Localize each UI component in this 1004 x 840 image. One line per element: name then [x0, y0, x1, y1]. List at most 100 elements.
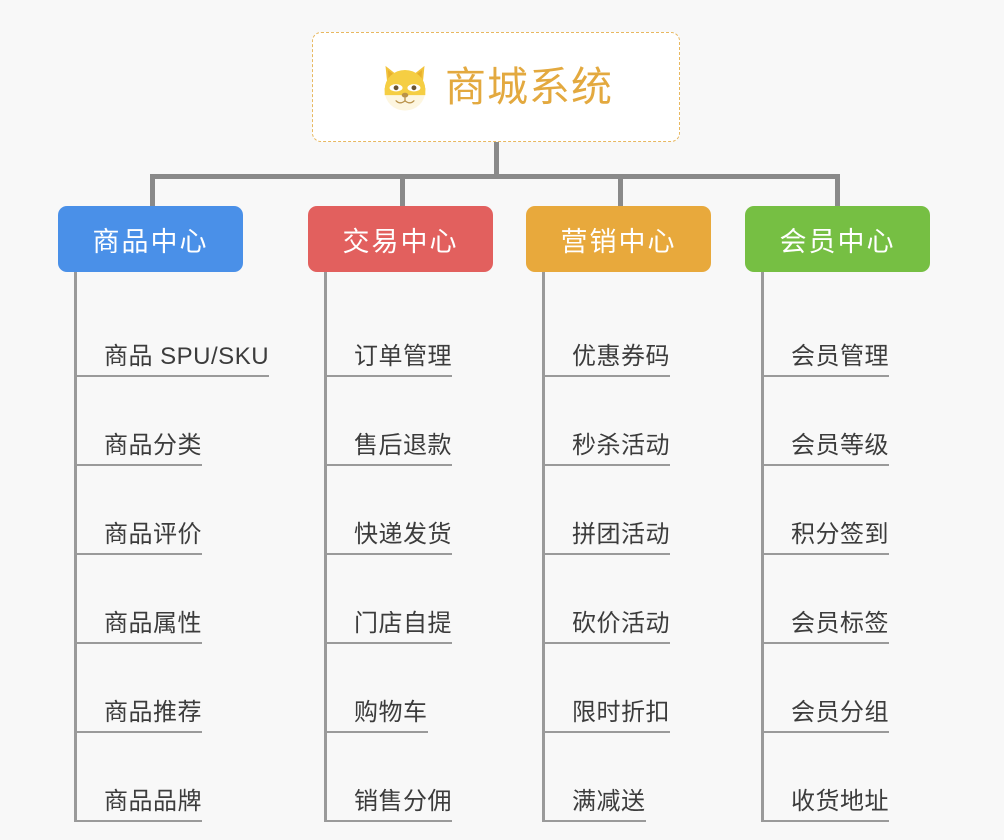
trunk-line-4 — [761, 272, 764, 822]
list-item[interactable]: 销售分佣 — [324, 733, 493, 822]
leaf-underline — [324, 553, 452, 555]
shiba-dog-face-icon — [384, 65, 426, 111]
leaf-underline — [542, 642, 670, 644]
list-item[interactable]: 会员管理 — [761, 288, 930, 377]
list-item[interactable]: 积分签到 — [761, 466, 930, 555]
list-item[interactable]: 商品评价 — [74, 466, 243, 555]
connector-root-stem — [494, 142, 499, 178]
leaf-label: 秒杀活动 — [542, 425, 670, 466]
list-item[interactable]: 会员分组 — [761, 644, 930, 733]
connector-horizontal-bus — [150, 174, 840, 179]
leaf-label: 订单管理 — [324, 336, 452, 377]
leaf-label: 会员管理 — [761, 336, 889, 377]
leaf-underline — [74, 553, 202, 555]
list-item[interactable]: 限时折扣 — [542, 644, 711, 733]
leaf-underline — [761, 464, 889, 466]
leaf-label: 商品品牌 — [74, 781, 202, 822]
leaf-label: 积分签到 — [761, 514, 889, 555]
list-item[interactable]: 拼团活动 — [542, 466, 711, 555]
leaf-underline — [761, 375, 889, 377]
list-item[interactable]: 售后退款 — [324, 377, 493, 466]
leaf-underline — [761, 553, 889, 555]
list-item[interactable]: 门店自提 — [324, 555, 493, 644]
leaf-underline — [324, 464, 452, 466]
leaf-label: 限时折扣 — [542, 692, 670, 733]
leaf-label: 砍价活动 — [542, 603, 670, 644]
list-item[interactable]: 会员等级 — [761, 377, 930, 466]
list-item[interactable]: 商品属性 — [74, 555, 243, 644]
leaf-label: 收货地址 — [761, 781, 889, 822]
trunk-line-3 — [542, 272, 545, 822]
list-item[interactable]: 会员标签 — [761, 555, 930, 644]
leaf-label: 售后退款 — [324, 425, 452, 466]
root-title: 商城系统 — [445, 63, 613, 110]
list-item[interactable]: 商品分类 — [74, 377, 243, 466]
leaf-list-4: 会员管理 会员等级 积分签到 会员标签 会员分组 收货地址 — [761, 272, 930, 822]
leaf-label: 会员分组 — [761, 692, 889, 733]
category-header-label: 会员中心 — [779, 226, 896, 257]
leaf-list-1: 商品 SPU/SKU 商品分类 商品评价 商品属性 商品推荐 商品品牌 — [74, 272, 270, 822]
list-item[interactable]: 商品推荐 — [74, 644, 243, 733]
leaf-underline — [542, 464, 670, 466]
list-item[interactable]: 订单管理 — [324, 288, 493, 377]
leaf-label: 优惠券码 — [542, 336, 670, 377]
trunk-line-2 — [324, 272, 327, 822]
leaf-label: 商品属性 — [74, 603, 202, 644]
category-header-3[interactable]: 营销中心 — [526, 206, 711, 272]
leaf-label: 门店自提 — [324, 603, 452, 644]
leaf-underline — [542, 375, 670, 377]
leaf-underline — [542, 731, 670, 733]
list-item[interactable]: 满减送 — [542, 733, 711, 822]
leaf-label: 商品 SPU/SKU — [74, 336, 270, 377]
category-column-交易中心: 交易中心 订单管理 售后退款 快递发货 门店自提 购物车 销售分佣 — [308, 206, 493, 822]
leaf-underline — [324, 642, 452, 644]
list-item[interactable]: 收货地址 — [761, 733, 930, 822]
leaf-underline — [761, 820, 889, 822]
leaf-label: 购物车 — [324, 692, 428, 733]
leaf-label: 商品推荐 — [74, 692, 202, 733]
leaf-underline — [74, 642, 202, 644]
leaf-underline — [74, 731, 202, 733]
leaf-list-3: 优惠券码 秒杀活动 拼团活动 砍价活动 限时折扣 满减送 — [542, 272, 711, 822]
category-header-label: 营销中心 — [560, 226, 677, 257]
leaf-underline — [761, 642, 889, 644]
leaf-label: 拼团活动 — [542, 514, 670, 555]
category-header-2[interactable]: 交易中心 — [308, 206, 493, 272]
leaf-underline — [542, 553, 670, 555]
connector-drop-1 — [150, 174, 155, 210]
list-item[interactable]: 秒杀活动 — [542, 377, 711, 466]
connector-drop-3 — [618, 174, 623, 210]
category-column-会员中心: 会员中心 会员管理 会员等级 积分签到 会员标签 会员分组 收货地址 — [745, 206, 930, 822]
leaf-label: 商品分类 — [74, 425, 202, 466]
leaf-label: 会员等级 — [761, 425, 889, 466]
leaf-label: 满减送 — [542, 781, 646, 822]
root-node[interactable]: 商城系统 — [312, 32, 680, 142]
list-item[interactable]: 快递发货 — [324, 466, 493, 555]
list-item[interactable]: 商品 SPU/SKU — [74, 288, 270, 377]
leaf-label: 商品评价 — [74, 514, 202, 555]
category-header-4[interactable]: 会员中心 — [745, 206, 930, 272]
list-item[interactable]: 购物车 — [324, 644, 493, 733]
leaf-underline — [74, 375, 270, 377]
category-column-营销中心: 营销中心 优惠券码 秒杀活动 拼团活动 砍价活动 限时折扣 满减送 — [526, 206, 711, 822]
leaf-underline — [324, 375, 452, 377]
category-header-label: 交易中心 — [342, 226, 459, 257]
list-item[interactable]: 优惠券码 — [542, 288, 711, 377]
leaf-underline — [761, 731, 889, 733]
leaf-list-2: 订单管理 售后退款 快递发货 门店自提 购物车 销售分佣 — [324, 272, 493, 822]
category-header-label: 商品中心 — [92, 226, 209, 257]
list-item[interactable]: 砍价活动 — [542, 555, 711, 644]
leaf-underline — [324, 731, 428, 733]
leaf-underline — [324, 820, 452, 822]
trunk-line-1 — [74, 272, 77, 822]
list-item[interactable]: 商品品牌 — [74, 733, 243, 822]
leaf-underline — [542, 820, 646, 822]
connector-drop-4 — [835, 174, 840, 210]
leaf-label: 会员标签 — [761, 603, 889, 644]
connector-drop-2 — [400, 174, 405, 210]
category-header-1[interactable]: 商品中心 — [58, 206, 243, 272]
leaf-underline — [74, 464, 202, 466]
leaf-underline — [74, 820, 202, 822]
leaf-label: 销售分佣 — [324, 781, 452, 822]
